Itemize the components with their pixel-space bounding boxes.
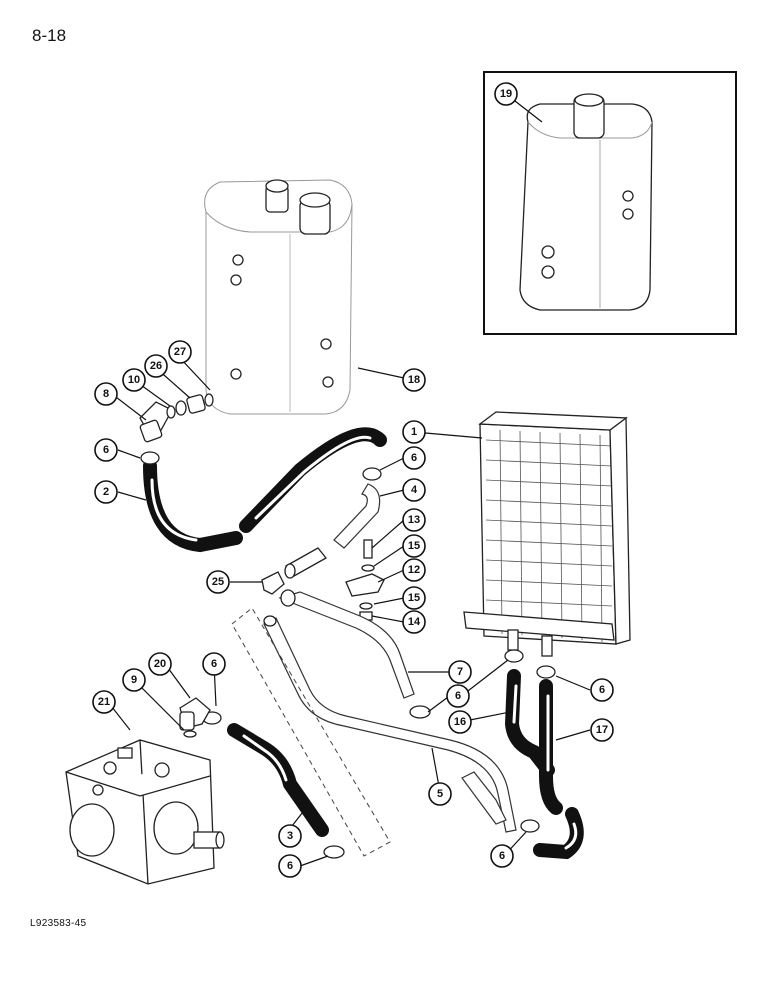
svg-text:6: 6 (599, 684, 605, 696)
callout-6-d: 6 (446, 684, 470, 708)
callout-3: 3 (278, 824, 302, 848)
callout-2: 2 (94, 480, 118, 504)
clamp-bracket-hardware (345, 539, 385, 621)
figure-code: L923583-45 (30, 918, 87, 929)
hose-3 (227, 723, 329, 837)
inset-frame (483, 71, 737, 335)
svg-text:15: 15 (408, 540, 420, 552)
svg-text:6: 6 (287, 860, 293, 872)
svg-text:25: 25 (212, 576, 224, 588)
callout-13: 13 (402, 508, 426, 532)
callout-10: 10 (122, 368, 146, 392)
svg-text:15: 15 (408, 592, 420, 604)
svg-text:13: 13 (408, 514, 420, 526)
svg-text:6: 6 (211, 658, 217, 670)
callout-20: 20 (148, 652, 172, 676)
callout-6-g: 6 (278, 854, 302, 878)
svg-text:6: 6 (499, 850, 505, 862)
svg-text:7: 7 (457, 666, 463, 678)
svg-text:1: 1 (411, 426, 417, 438)
svg-text:18: 18 (408, 374, 420, 386)
callout-5: 5 (428, 782, 452, 806)
svg-text:26: 26 (150, 360, 162, 372)
callout-15-a: 15 (402, 534, 426, 558)
reservoir-alt-drawing (519, 93, 653, 311)
elbow-fitting-assembly (139, 393, 214, 443)
hose-16 (461, 669, 555, 825)
callout-6-f: 6 (490, 844, 514, 868)
svg-text:3: 3 (287, 830, 293, 842)
svg-text:27: 27 (174, 346, 186, 358)
tube-5 (263, 615, 517, 833)
svg-text:8: 8 (103, 388, 109, 400)
callout-21: 21 (92, 690, 116, 714)
callout-26: 26 (144, 354, 168, 378)
callout-18: 18 (402, 368, 426, 392)
callout-6-b: 6 (402, 446, 426, 470)
svg-text:19: 19 (500, 88, 512, 100)
routing-dashed-outline (231, 607, 391, 857)
svg-text:9: 9 (131, 674, 137, 686)
svg-text:5: 5 (437, 788, 443, 800)
callout-8: 8 (94, 382, 118, 406)
tube-and-fitting-25 (261, 547, 327, 595)
svg-text:12: 12 (408, 564, 420, 576)
oil-cooler-drawing (463, 411, 631, 657)
callout-1: 1 (402, 420, 426, 444)
hose-17 (533, 679, 584, 860)
svg-text:16: 16 (454, 716, 466, 728)
svg-text:6: 6 (103, 444, 109, 456)
callout-6-a: 6 (94, 438, 118, 462)
svg-text:4: 4 (411, 484, 418, 496)
callout-27: 27 (168, 340, 192, 364)
callout-16: 16 (448, 710, 472, 734)
callout-9: 9 (122, 668, 146, 692)
page-number: 8-18 (32, 26, 67, 45)
callout-15-b: 15 (402, 586, 426, 610)
svg-text:17: 17 (596, 724, 608, 736)
svg-text:20: 20 (154, 658, 166, 670)
tube-4 (333, 468, 381, 549)
hydrostatic-pump-drawing (65, 739, 225, 885)
svg-text:14: 14 (408, 616, 421, 628)
callout-14: 14 (402, 610, 426, 634)
svg-text:6: 6 (411, 452, 417, 464)
callout-7: 7 (448, 660, 472, 684)
callout-4: 4 (402, 478, 426, 502)
svg-text:2: 2 (103, 486, 109, 498)
svg-text:21: 21 (98, 696, 110, 708)
callout-17: 17 (590, 718, 614, 742)
fitting-20-assembly (179, 697, 211, 738)
callout-6-e: 6 (590, 678, 614, 702)
hose-clamps (140, 451, 556, 859)
callout-25: 25 (206, 570, 230, 594)
callout-19: 19 (494, 82, 518, 106)
hydraulic-reservoir-drawing (204, 179, 353, 415)
callout-12: 12 (402, 558, 426, 582)
tube-7 (278, 589, 415, 699)
callout-6-c: 6 (202, 652, 226, 676)
svg-text:6: 6 (455, 690, 461, 702)
svg-text:10: 10 (128, 374, 140, 386)
